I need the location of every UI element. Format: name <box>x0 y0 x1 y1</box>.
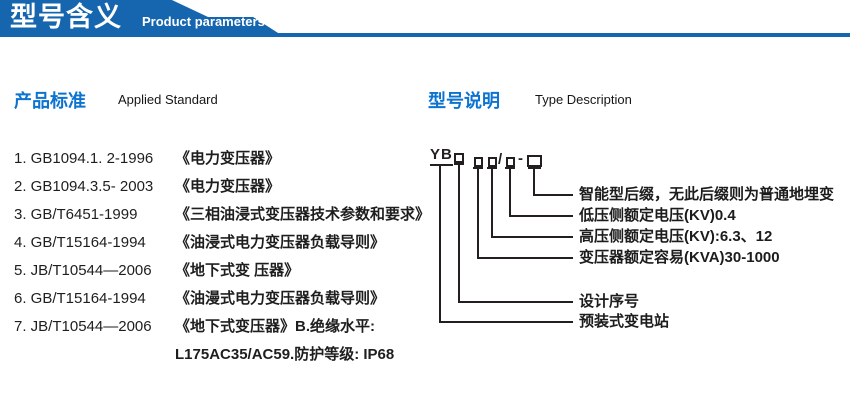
standard-item-continuation: L175AC35/AC59.防护等级: IP68 <box>14 341 424 369</box>
standard-desc: 《电力变压器》 <box>175 150 281 167</box>
code-prefix: YB <box>430 146 453 163</box>
standard-code: 2. GB1094.3.5- 2003 <box>14 178 154 195</box>
prefix-underline <box>430 164 453 166</box>
leader-vertical-capacity <box>477 167 479 258</box>
leader-horizontal-design <box>458 301 573 303</box>
standard-continuation: L175AC35/AC59.防护等级: IP68 <box>175 346 395 363</box>
standard-item: 1. GB1094.1. 2-1996 《电力变压器》 <box>14 145 424 173</box>
leader-vertical-hv <box>491 167 493 237</box>
type-description-heading-cn: 型号说明 <box>428 91 500 111</box>
leader-vertical-lv <box>509 167 511 216</box>
leader-cap-hv <box>487 167 497 169</box>
label-hv-voltage: 高压侧额定电压(KV):6.3、12 <box>579 228 773 245</box>
code-slash: / <box>498 151 503 168</box>
code-box-smart-suffix <box>527 155 542 167</box>
standard-code: 4. GB/T15164-1994 <box>14 234 146 251</box>
code-box-lv <box>506 157 515 167</box>
type-description-heading-en: Type Description <box>535 92 632 107</box>
banner-underline-bar <box>0 33 850 37</box>
standard-item: 7. JB/T10544—2006 《地下式变压器》B.绝缘水平: <box>14 313 424 341</box>
leader-horizontal-prefix <box>439 321 573 323</box>
label-lv-voltage: 低压侧额定电压(KV)0.4 <box>579 207 736 224</box>
standard-item: 5. JB/T10544—2006 《地下式变 压器》 <box>14 257 424 285</box>
standard-code: 7. JB/T10544—2006 <box>14 318 152 335</box>
standard-code: 6. GB/T15164-1994 <box>14 290 146 307</box>
label-design-serial: 设计序号 <box>579 293 640 310</box>
standards-list: 1. GB1094.1. 2-1996 《电力变压器》 2. GB1094.3.… <box>14 145 430 369</box>
standard-desc: 《油漫式电力变压器负载导则》 <box>175 290 386 307</box>
standard-desc: 《三相油浸式变压器技术参数和要求》 <box>175 206 431 223</box>
standard-desc: 《地下式变压器》B.绝缘水平: <box>175 318 375 335</box>
label-prefabricated-substation: 预装式变电站 <box>579 313 670 330</box>
standard-code: 5. JB/T10544—2006 <box>14 262 152 279</box>
label-smart-suffix: 智能型后缀，无此后缀则为普通地埋变 <box>579 186 835 203</box>
code-box-capacity <box>474 157 483 167</box>
code-dash: - <box>518 150 523 167</box>
standard-code: 3. GB/T6451-1999 <box>14 206 138 223</box>
code-box-design <box>454 153 464 163</box>
standard-item: 2. GB1094.3.5- 2003 《电力变压器》 <box>14 173 424 201</box>
spacer <box>14 341 175 369</box>
leader-horizontal-capacity <box>477 257 573 259</box>
standard-desc: 《油浸式电力变压器负载导则》 <box>175 234 386 251</box>
standard-item: 6. GB/T15164-1994 《油漫式电力变压器负载导则》 <box>14 285 424 313</box>
banner-title-cn: 型号含义 <box>10 2 122 32</box>
banner-title-en: Product parameters <box>142 14 265 29</box>
applied-standard-heading-cn: 产品标准 <box>14 91 86 111</box>
applied-standard-heading-en: Applied Standard <box>118 92 218 107</box>
leader-horizontal-suffix <box>533 194 573 196</box>
leader-horizontal-hv <box>491 236 573 238</box>
leader-vertical-prefix <box>439 166 441 322</box>
standard-code: 1. GB1094.1. 2-1996 <box>14 150 154 167</box>
standard-item: 4. GB/T15164-1994 《油浸式电力变压器负载导则》 <box>14 229 424 257</box>
leader-vertical-design <box>458 163 460 302</box>
leader-horizontal-lv <box>509 215 573 217</box>
leader-cap-design <box>454 163 464 165</box>
code-box-hv <box>488 157 497 167</box>
leader-vertical-suffix <box>533 167 535 195</box>
leader-cap-lv <box>505 167 515 169</box>
standard-desc: 《电力变压器》 <box>175 178 281 195</box>
standard-item: 3. GB/T6451-1999 《三相油浸式变压器技术参数和要求》 <box>14 201 430 229</box>
label-rated-capacity: 变压器额定容易(KVA)30-1000 <box>579 249 780 266</box>
leader-cap-suffix <box>528 167 541 169</box>
type-code-diagram: YB / - 智能型后缀，无此后缀则为普通地埋变 低压侧额定电压(KV)0.4 <box>425 140 850 350</box>
leader-cap-capacity <box>473 167 483 169</box>
standard-desc: 《地下式变 压器》 <box>175 262 300 279</box>
